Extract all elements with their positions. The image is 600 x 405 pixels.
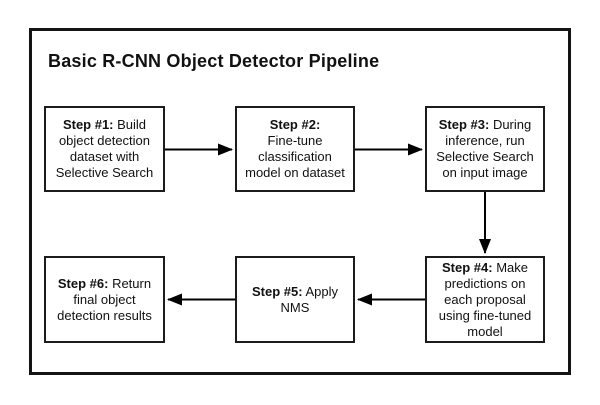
step-6-label: Step #6: xyxy=(57,275,109,291)
step-4-label: Step #4: xyxy=(442,259,493,275)
step-1-text: Step #1: Build object detection dataset … xyxy=(54,117,156,181)
step-6-box: Step #6: Return final object detection r… xyxy=(44,256,165,343)
step-3-text: Step #3: During inference, run Selective… xyxy=(434,117,536,181)
step-1-box: Step #1: Build object detection dataset … xyxy=(44,106,165,192)
step-6-description: Return final object detection results xyxy=(57,275,152,323)
step-5-box: Step #5: Apply NMS xyxy=(235,256,355,343)
step-2-box: Step #2: Fine-tune classification model … xyxy=(235,106,355,192)
step-6-text: Step #6: Return final object detection r… xyxy=(55,276,154,324)
step-5-label: Step #5: xyxy=(252,283,303,299)
step-5-text: Step #5: Apply NMS xyxy=(250,284,340,316)
step-2-text: Step #2: Fine-tune classification model … xyxy=(243,117,347,181)
step-4-text: Step #4: Make predictions on each propos… xyxy=(437,260,534,340)
step-3-box: Step #3: During inference, run Selective… xyxy=(425,106,545,192)
step-1-description: Build object detection dataset with Sele… xyxy=(55,117,154,180)
step-4-description: Make predictions on each proposal using … xyxy=(438,259,532,339)
step-3-description: During inference, run Selective Search o… xyxy=(436,117,534,180)
step-1-label: Step #1: xyxy=(62,117,114,132)
step-2-description: Fine-tune classification model on datase… xyxy=(245,133,345,180)
step-2-label: Step #2: xyxy=(269,117,321,132)
step-4-box: Step #4: Make predictions on each propos… xyxy=(425,256,545,343)
diagram-title: Basic R-CNN Object Detector Pipeline xyxy=(48,51,380,71)
step-3-label: Step #3: xyxy=(438,117,490,132)
step-5-description: Apply NMS xyxy=(280,283,338,315)
